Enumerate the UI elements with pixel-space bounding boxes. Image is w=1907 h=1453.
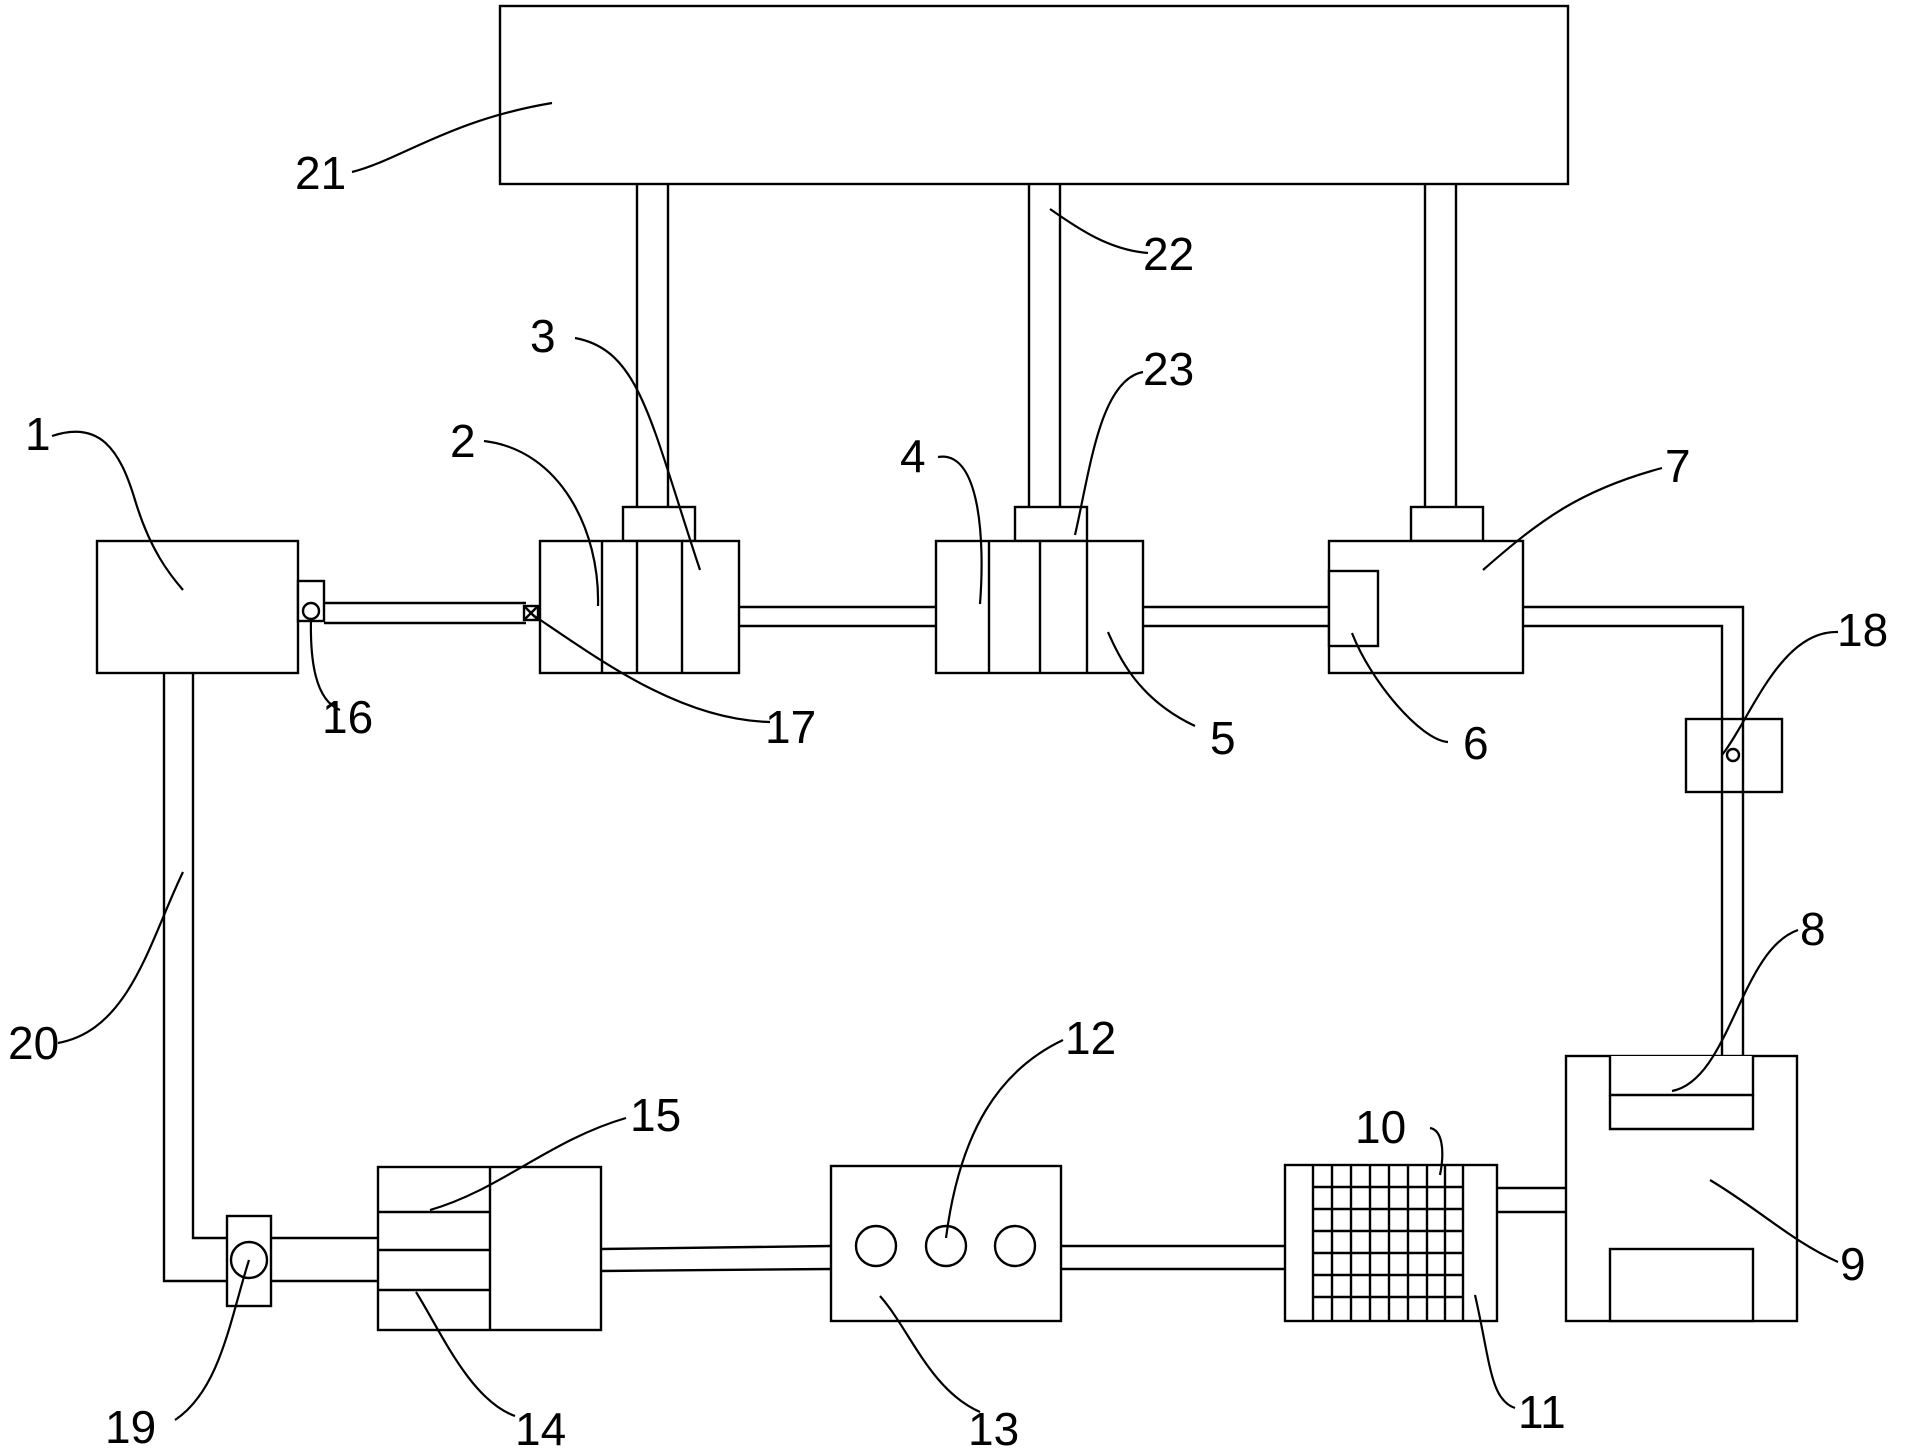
pipe-left-vertical <box>635 184 670 507</box>
pipe-20-left-loop <box>162 673 378 1283</box>
component-12-circle-left <box>854 1224 898 1268</box>
label-13: 13 <box>968 1403 1019 1453</box>
component-11-box <box>1283 1163 1499 1323</box>
component-21-top-box <box>498 4 1570 186</box>
component-12-circle-right <box>993 1224 1037 1268</box>
label-19: 19 <box>105 1401 156 1453</box>
label-5: 5 <box>1210 712 1236 764</box>
label-11: 11 <box>1518 1386 1566 1438</box>
label-20: 20 <box>8 1017 59 1069</box>
connector-unit-7 <box>1409 505 1485 543</box>
label-22: 22 <box>1143 228 1194 280</box>
component-1-box <box>95 539 300 675</box>
pipe-11-to-13 <box>1061 1244 1285 1271</box>
component-16-valve-icon <box>301 601 321 621</box>
pipe-13-to-14 <box>600 1244 832 1273</box>
pipe-right-vertical <box>1423 184 1458 507</box>
label-14: 14 <box>515 1403 566 1453</box>
label-18: 18 <box>1837 604 1888 656</box>
component-12-circle-center <box>924 1224 968 1268</box>
leader-lines <box>51 101 1839 1421</box>
label-9: 9 <box>1840 1238 1866 1290</box>
label-12: 12 <box>1065 1012 1116 1064</box>
label-16: 16 <box>322 691 373 743</box>
label-21: 21 <box>295 147 346 199</box>
label-2: 2 <box>450 415 476 467</box>
label-8: 8 <box>1800 903 1826 955</box>
pipe-2-to-4 <box>739 605 936 628</box>
pipe-5-to-7 <box>1143 605 1329 628</box>
label-3: 3 <box>530 310 556 362</box>
label-10: 10 <box>1355 1101 1406 1153</box>
pipe-22-center-vertical <box>1027 184 1062 507</box>
pipe-7-to-8 <box>1523 605 1745 1056</box>
connector-23-unit-4 <box>1013 505 1089 543</box>
pipe-9-to-11 <box>1497 1186 1566 1214</box>
label-7: 7 <box>1665 440 1691 492</box>
component-10-grid <box>1311 1165 1465 1321</box>
label-6: 6 <box>1463 717 1489 769</box>
component-6-insert <box>1327 569 1380 648</box>
pipe-1-to-2 <box>324 601 526 625</box>
label-4: 4 <box>900 430 926 482</box>
component-9-bottom-insert <box>1608 1247 1755 1323</box>
label-17: 17 <box>765 701 816 753</box>
label-15: 15 <box>630 1089 681 1141</box>
label-23: 23 <box>1143 343 1194 395</box>
label-1: 1 <box>25 408 51 460</box>
component-18-valve-icon <box>1725 747 1741 763</box>
component-2-unit <box>538 539 741 675</box>
